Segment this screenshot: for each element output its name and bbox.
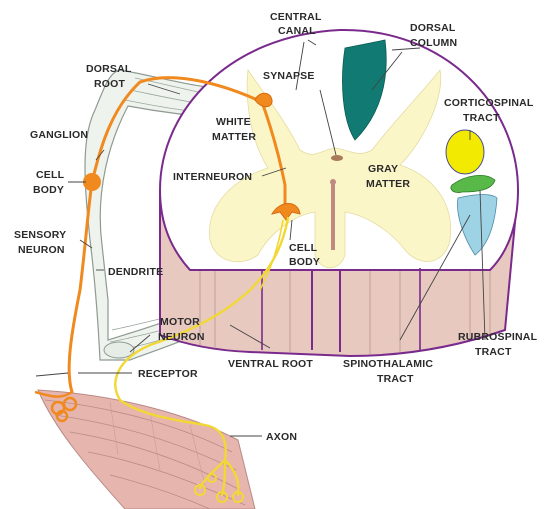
label-cell-body-motor-2: BODY [289, 256, 320, 268]
label-ganglion: GANGLION [30, 129, 88, 141]
label-interneuron: INTERNEURON [173, 171, 252, 183]
label-central-canal-1: CENTRAL [270, 11, 322, 23]
label-gray-matter-2: MATTER [366, 178, 410, 190]
label-gray-matter-1: GRAY [368, 163, 398, 175]
label-sensory-neuron-1: SENSORY [14, 229, 66, 241]
label-cell-body-sensory-1: CELL [36, 169, 65, 181]
label-central-canal-2: CANAL [278, 25, 316, 37]
label-dendrite: DENDRITE [108, 266, 163, 278]
label-spinothalamic-2: TRACT [377, 373, 414, 385]
label-receptor: RECEPTOR [138, 368, 198, 380]
label-sensory-neuron-2: NEURON [18, 244, 65, 256]
label-ventral-root: VENTRAL ROOT [228, 358, 313, 370]
label-spinothalamic-1: SPINOTHALAMIC [343, 358, 433, 370]
central-canal [331, 155, 343, 161]
label-motor-neuron-2: NEURON [158, 331, 205, 343]
label-dorsal-column-1: DORSAL [410, 22, 456, 34]
label-dorsal-root-2: ROOT [94, 78, 126, 90]
corticospinal-tract [446, 130, 484, 174]
label-motor-neuron-1: MOTOR [160, 316, 200, 328]
label-rubrospinal-1: RUBROSPINAL [458, 331, 538, 343]
label-white-matter-1: WHITE [216, 116, 251, 128]
label-corticospinal-1: CORTICOSPINAL [444, 97, 534, 109]
label-axon: AXON [266, 431, 297, 443]
label-corticospinal-2: TRACT [463, 112, 500, 124]
label-white-matter-2: MATTER [212, 131, 256, 143]
label-dorsal-column-2: COLUMN [410, 37, 457, 49]
label-cell-body-sensory-2: BODY [33, 184, 64, 196]
label-synapse: SYNAPSE [263, 70, 315, 82]
label-rubrospinal-2: TRACT [475, 346, 512, 358]
label-cell-body-motor-1: CELL [289, 242, 318, 254]
spinal-cord [160, 30, 518, 356]
label-dorsal-root-1: DORSAL [86, 63, 132, 75]
